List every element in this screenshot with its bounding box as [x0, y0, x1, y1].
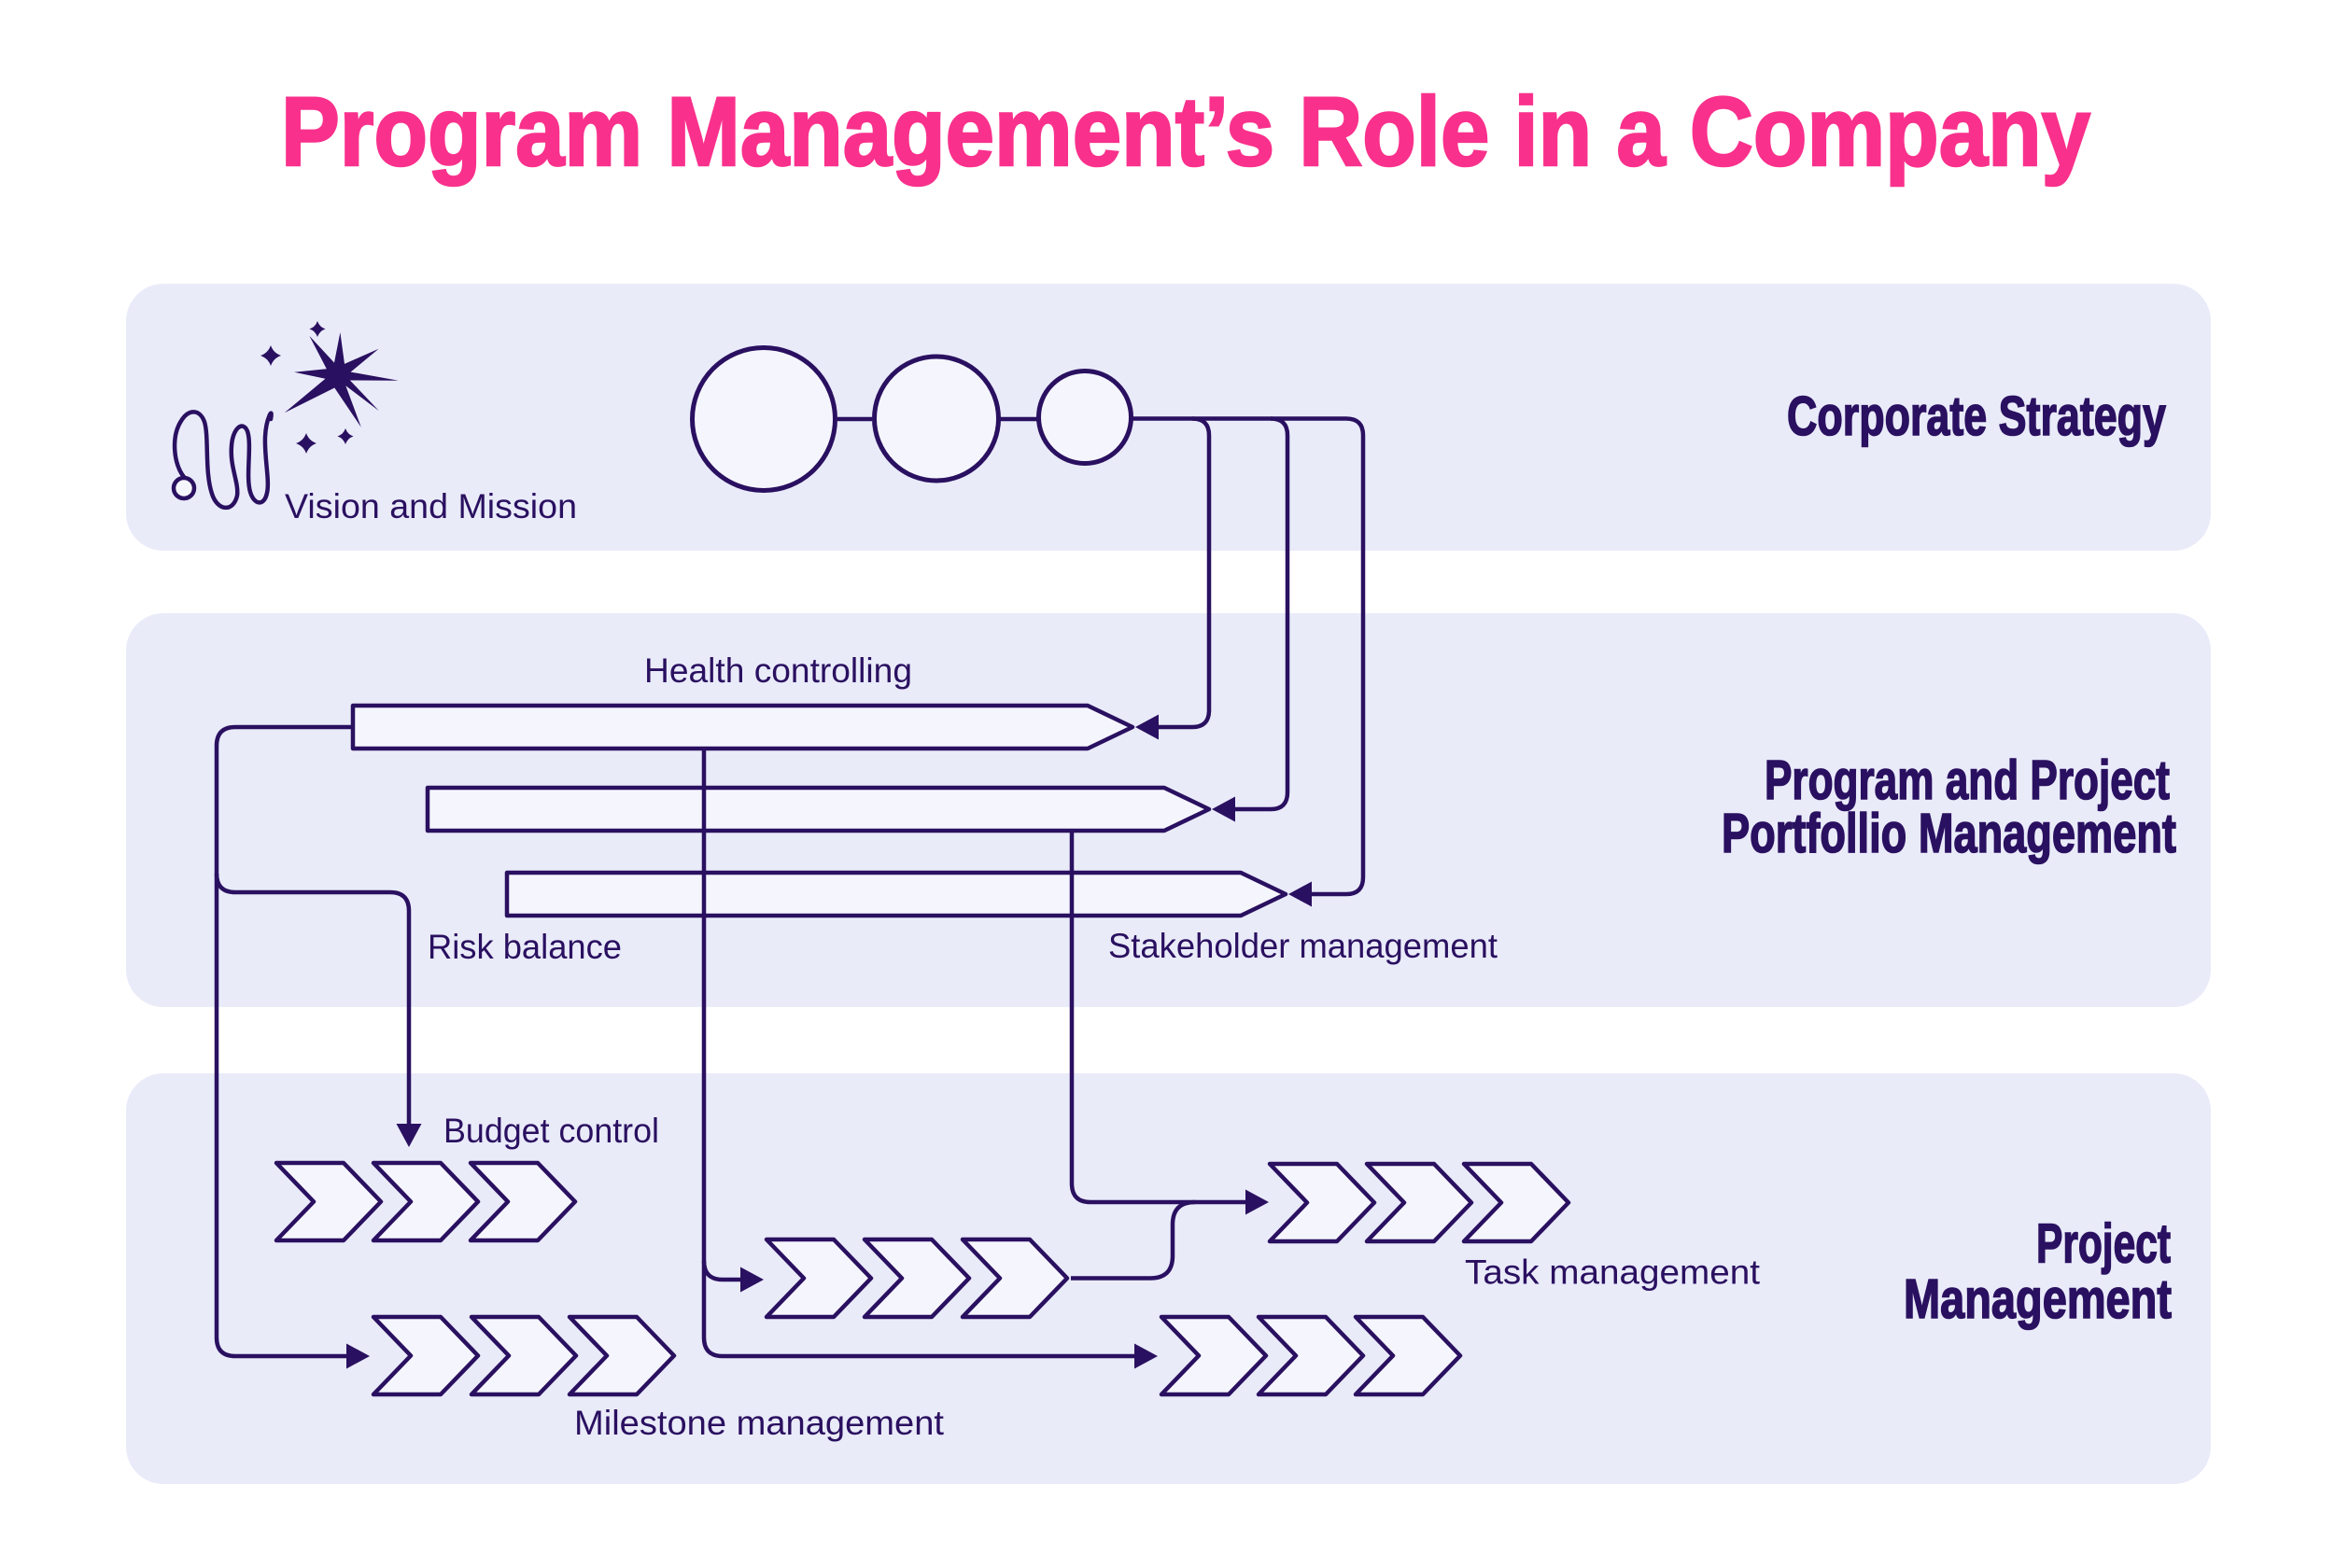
svg-text:Budget control: Budget control	[443, 1112, 659, 1150]
svg-text:Program and Project: Program and Project	[1765, 749, 2170, 811]
svg-text:Risk balance: Risk balance	[428, 928, 622, 966]
svg-text:Program Management’s Role in a: Program Management’s Role in a Company	[281, 77, 2090, 187]
svg-text:Milestone management: Milestone management	[574, 1404, 945, 1442]
svg-text:Stakeholder management: Stakeholder management	[1108, 927, 1498, 965]
svg-text:Portfollio Management: Portfollio Management	[1722, 802, 2176, 864]
svg-text:Task management: Task management	[1465, 1253, 1761, 1292]
svg-text:Management: Management	[1904, 1267, 2172, 1330]
svg-text:Health controlling: Health controlling	[644, 651, 912, 690]
svg-text:Project: Project	[2036, 1211, 2171, 1274]
svg-text:Vision and Mission: Vision and Mission	[285, 487, 577, 525]
svg-text:Corporate Strategy: Corporate Strategy	[1787, 385, 2166, 447]
